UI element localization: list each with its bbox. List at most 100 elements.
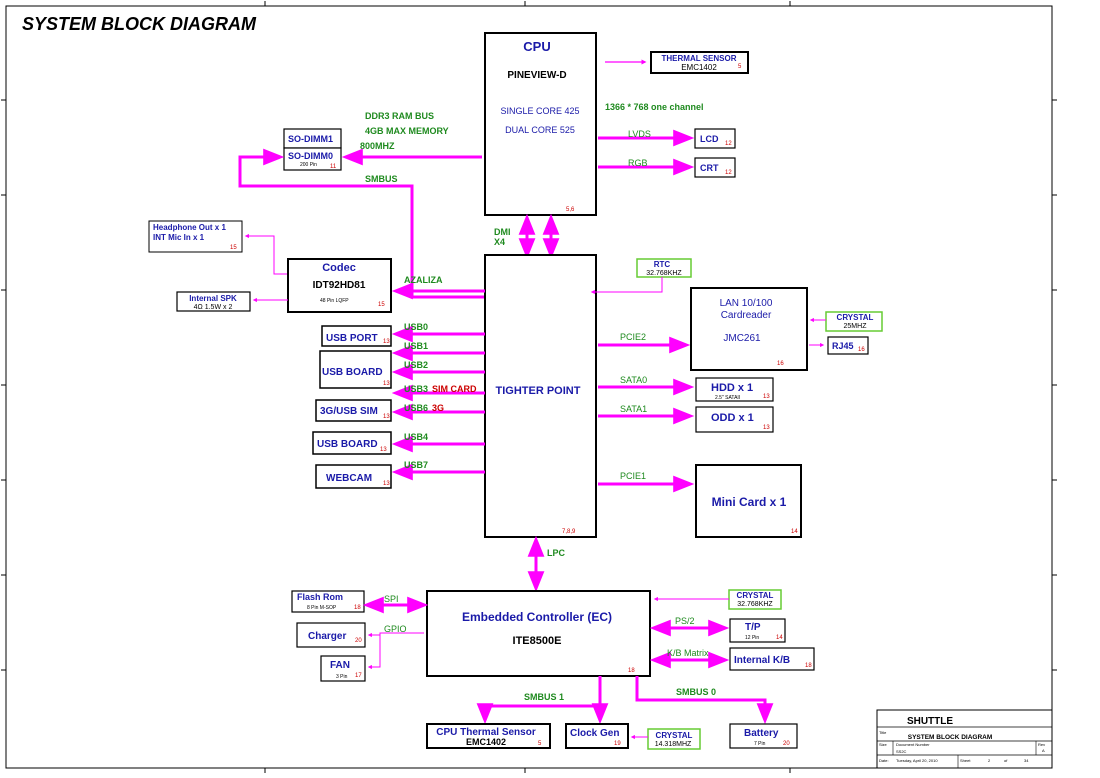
clockgen-page: 19 <box>614 741 621 747</box>
smbus1-label: SMBUS 1 <box>524 692 564 702</box>
lvds-label: LVDS <box>628 129 651 139</box>
internal-spk-title: Internal SPK <box>189 294 237 303</box>
clk-crystal-title: CRYSTAL <box>656 731 693 740</box>
titleblock-size-label: Size <box>879 742 888 747</box>
hdd-label: HDD x 1 <box>711 382 753 394</box>
sata0-label: SATA0 <box>620 375 647 385</box>
pch-page: 7,8,9 <box>562 529 576 535</box>
usb6-label: USB6 <box>404 403 428 413</box>
usb-board-2-label: USB BOARD <box>317 439 378 450</box>
3g-usb-sim-label: 3G/USB SIM <box>320 406 378 417</box>
kb-page: 18 <box>805 663 812 669</box>
clockgen-box <box>565 723 629 749</box>
tp-box <box>729 618 786 643</box>
usb2-label: USB2 <box>404 360 428 370</box>
cpu-page: 5,6 <box>566 207 575 213</box>
crt-label: CRT <box>700 163 719 173</box>
odd-box <box>695 406 774 433</box>
rj45-box <box>827 336 869 355</box>
titleblock-title-label: Title <box>879 730 887 735</box>
usb-port-label: USB PORT <box>326 333 378 344</box>
tp-title: T/P <box>745 622 761 633</box>
codec-headphone-link <box>244 233 288 275</box>
battery-spec: 7 Pin <box>754 741 766 747</box>
titleblock-date-label: Date: <box>879 758 889 763</box>
ddr-bus-line3: 800MHZ <box>360 141 395 151</box>
sodimm0-label: SO-DIMM0 <box>288 151 333 161</box>
cpu-name: PINEVIEW-D <box>507 70 566 81</box>
titleblock-date: Tuesday, April 20, 2010 <box>896 758 938 763</box>
lpc-label: LPC <box>547 548 566 558</box>
odd-page: 13 <box>763 425 770 431</box>
gpio-link <box>369 632 424 668</box>
webcam-label: WEBCAM <box>326 473 372 484</box>
titleblock-rev: A <box>1042 748 1045 753</box>
cpu-thermal-title: CPU Thermal Sensor <box>436 727 536 738</box>
headphone-box <box>148 220 243 253</box>
usb-board-page: 13 <box>383 381 390 387</box>
thermal-sensor-page: 5 <box>738 64 742 70</box>
hdd-sub: 2.5" SATAII <box>715 395 740 401</box>
usb1-label: USB1 <box>404 341 428 351</box>
sodimm1-label: SO-DIMM1 <box>288 134 333 144</box>
ec-page: 18 <box>628 668 635 674</box>
titleblock-rev-label: Rev <box>1038 742 1045 747</box>
kb-box <box>729 647 815 671</box>
flash-rom-title: Flash Rom <box>297 592 343 602</box>
kb-title: Internal K/B <box>734 655 790 666</box>
hdd-box <box>695 377 774 402</box>
pch-block <box>484 254 597 538</box>
minicard-label: Mini Card x 1 <box>712 495 787 509</box>
battery-page: 20 <box>783 741 790 747</box>
fan-box <box>320 655 366 682</box>
headphone-page: 15 <box>230 245 237 251</box>
3g-note: 3G <box>432 403 444 413</box>
titleblock-of-label: of <box>1004 758 1008 763</box>
rtc-title: RTC <box>654 260 671 269</box>
cpu-thermal-box <box>426 723 551 749</box>
rgb-label: RGB <box>628 158 648 168</box>
cpu-resolution: 1366 * 768 one channel <box>605 102 704 112</box>
thermal-sensor-title: THERMAL SENSOR <box>662 54 737 63</box>
charger-title: Charger <box>308 631 346 642</box>
usb-port-page: 13 <box>383 339 390 345</box>
titleblock-title: SYSTEM BLOCK DIAGRAM <box>908 734 993 741</box>
cpu-thermal-part: EMC1402 <box>466 737 506 747</box>
tp-spec: 12 Pin <box>745 635 759 641</box>
page-frame <box>5 5 1053 769</box>
lcd-label: LCD <box>700 134 719 144</box>
frame-ticks <box>1 1 1057 773</box>
smbus-memory <box>238 148 485 299</box>
titleblock-sheet-label: Sheet <box>960 758 971 763</box>
sata1-label: SATA1 <box>620 404 647 414</box>
lan-crystal-freq: 25MHZ <box>844 323 868 330</box>
lan-part: JMC261 <box>723 333 761 344</box>
odd-label: ODD x 1 <box>711 412 754 424</box>
thermal-sensor-part: EMC1402 <box>681 63 717 72</box>
lan-crystal-title: CRYSTAL <box>837 313 874 322</box>
usb-board-label: USB BOARD <box>322 367 383 378</box>
usb3-label: USB3 <box>404 384 428 394</box>
lan-page: 16 <box>777 361 784 367</box>
sodimm-page: 11 <box>330 164 337 170</box>
usb-board-box <box>319 350 392 389</box>
usb-board-2-page: 13 <box>380 447 387 453</box>
usb0-label: USB0 <box>404 322 428 332</box>
fan-page: 17 <box>355 673 362 679</box>
diagram-title: SYSTEM BLOCK DIAGRAM <box>22 14 257 34</box>
ec-crystal-title: CRYSTAL <box>737 591 774 600</box>
usb-buses <box>391 325 485 481</box>
pch-name: TIGHTER POINT <box>496 385 581 397</box>
3g-usb-sim-page: 13 <box>383 414 390 420</box>
fan-spec: 3 Pin <box>336 674 348 680</box>
smbus0-battery <box>635 676 774 725</box>
headphone-line2: INT Mic In x 1 <box>153 233 205 242</box>
spi-label: SPI <box>384 594 399 604</box>
internal-spk-spec: 4Ω 1.5W x 2 <box>194 304 233 311</box>
codec-part: IDT92HD81 <box>313 280 366 291</box>
rtc-link <box>590 277 663 295</box>
tp-page: 14 <box>776 635 783 641</box>
lan-line2: Cardreader <box>721 310 772 321</box>
usb-board-2-box <box>312 431 392 455</box>
